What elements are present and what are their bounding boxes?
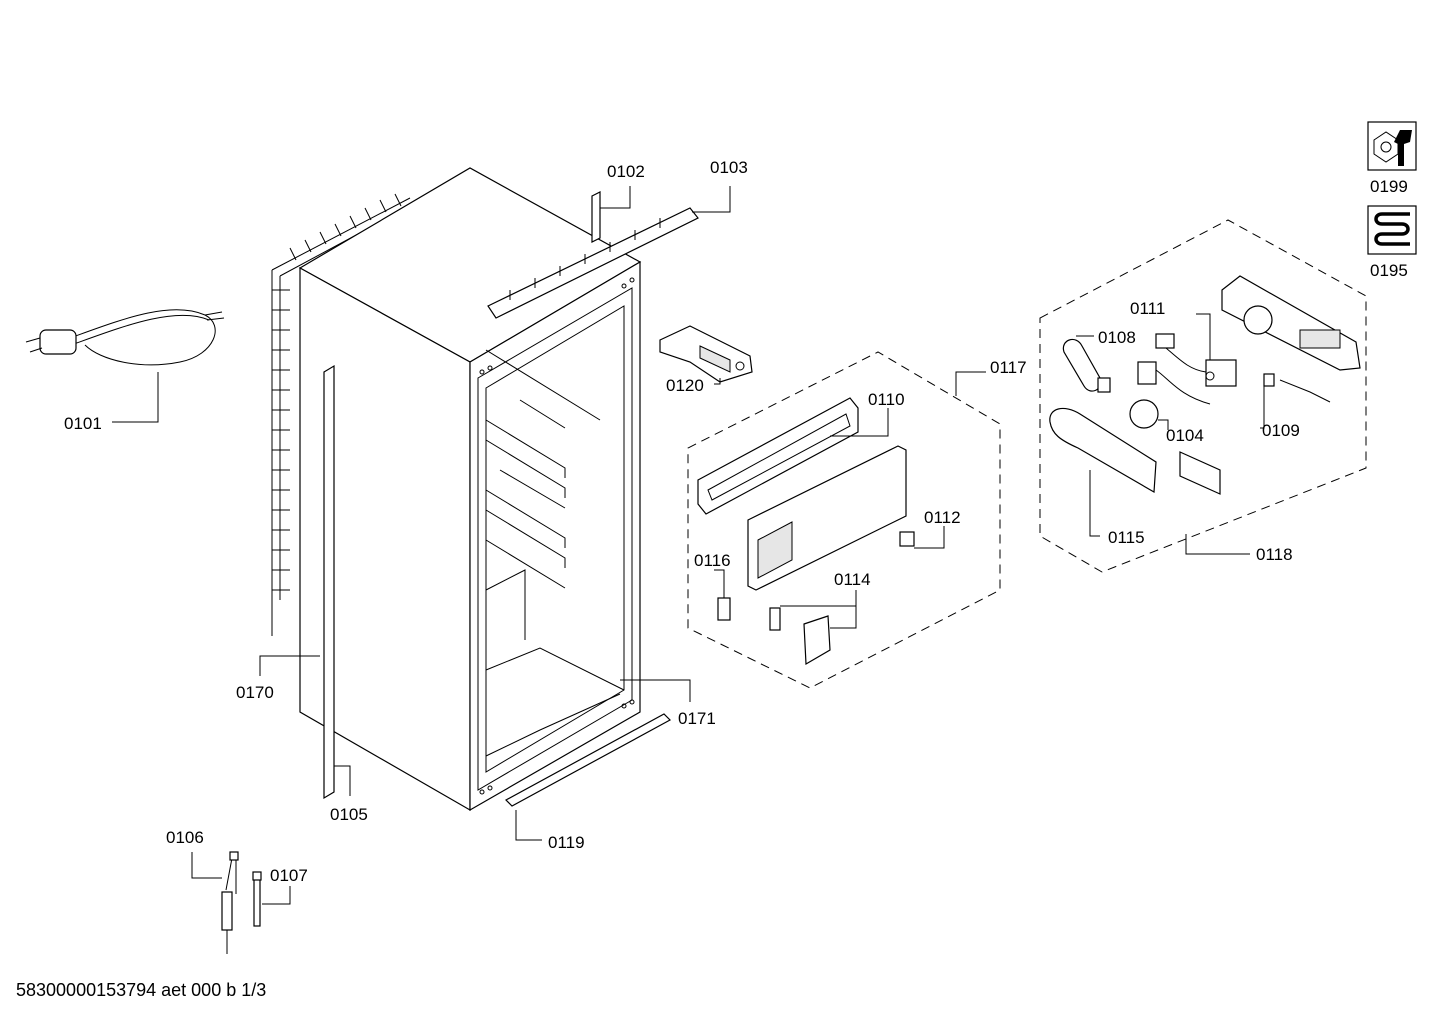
light-housing[interactable] [1221,275,1361,371]
label-0112: 0112 [924,508,961,527]
label-0118: 0118 [1256,545,1293,564]
heating-coil-icon[interactable] [1367,205,1417,255]
label-0199: 0199 [1370,177,1408,196]
cabinet[interactable] [298,167,642,812]
label-0195: 0195 [1370,261,1408,280]
thermostat-switch[interactable] [1155,333,1237,387]
label-0109: 0109 [1262,421,1300,440]
label-0117: 0117 [990,358,1027,377]
top-bracket[interactable] [487,191,699,319]
label-0115: 0115 [1108,528,1145,547]
wrench-nut-icon[interactable] [1367,121,1417,171]
label-0120: 0120 [666,376,704,395]
door-clip[interactable] [717,597,731,621]
label-0105: 0105 [330,805,368,824]
label-0171: 0171 [678,709,716,728]
control-assembly-outline [1039,219,1367,573]
condenser-grille [271,193,411,636]
power-cord[interactable] [25,309,225,366]
light-bulb[interactable] [1062,338,1111,393]
label-0101: 0101 [64,414,102,433]
thermostat-knob[interactable] [1129,399,1159,429]
label-0110: 0110 [868,390,905,409]
label-0102: 0102 [607,162,645,181]
label-0111: 0111 [1130,299,1165,318]
temperature-sensor[interactable] [221,851,239,954]
label-0116: 0116 [694,551,731,570]
base-strip[interactable] [505,713,671,807]
sensor-probe[interactable] [252,871,262,927]
side-strip[interactable] [323,364,335,800]
door-handle-parts[interactable] [769,607,831,666]
label-0119: 0119 [548,833,585,852]
label-0108: 0108 [1098,328,1136,347]
label-0107: 0107 [270,866,308,885]
door-assembly-outline [687,351,1001,689]
label-0170: 0170 [236,683,274,702]
label-0114: 0114 [834,570,871,589]
wiring-harness[interactable] [1137,361,1331,405]
label-0104: 0104 [1166,426,1204,445]
label-0103: 0103 [710,158,748,177]
freezer-door[interactable] [747,445,915,591]
label-0106: 0106 [166,828,204,847]
light-cover[interactable] [1049,407,1221,495]
freezer-door-frame[interactable] [697,397,859,515]
drawing-number: 58300000153794 aet 000 b 1/3 [16,980,267,1000]
hinge[interactable] [659,325,753,383]
